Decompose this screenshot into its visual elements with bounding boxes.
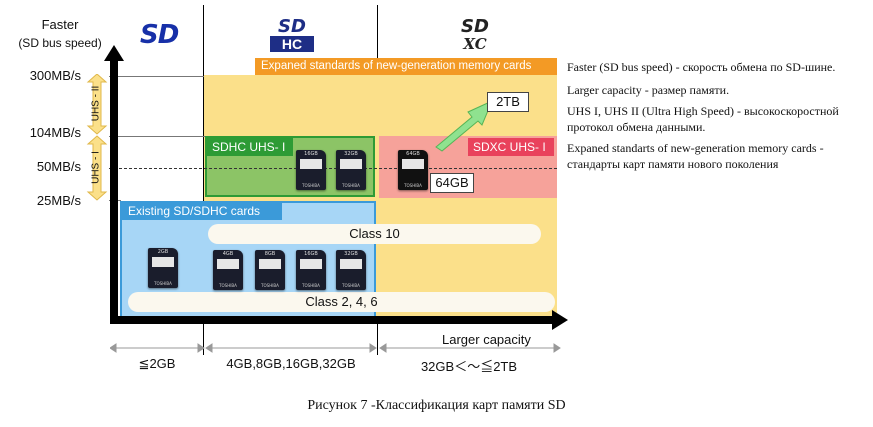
note-line-6: стандарты карт памяти нового поколения (567, 157, 779, 171)
y-axis-arrow (104, 45, 124, 324)
sdhc-card-32gb: 32GB TOSHIBA (336, 250, 366, 290)
sdhc-card-16gb: 16GB TOSHIBA (296, 250, 326, 290)
sdhc-card-4gb-cap: 4GB (222, 251, 234, 257)
sdxc-card-64gb-cap: 64GB (406, 151, 420, 157)
sdhc-uhs-card-32gb-brand: TOSHIBA (342, 183, 360, 188)
y-axis-label-line1: Faster (41, 17, 79, 32)
sdhc-uhs1-label: SDHC UHS- I (207, 138, 293, 156)
sdhc-card-32gb-brand: TOSHIBA (342, 283, 360, 288)
notes-block: Faster (SD bus speed) - скорость обмена … (567, 59, 867, 172)
gridline-300 (109, 76, 204, 77)
note-line-4: протокол обмена данными. (567, 120, 706, 134)
class10-pill: Class 10 (208, 224, 541, 244)
tick-104: 104MB/s (29, 125, 81, 140)
y-axis-label-line2: (SD bus speed) (18, 36, 102, 50)
growth-arrow (435, 100, 493, 152)
sdhc-uhs-card-32gb-cap: 32GB (344, 151, 358, 157)
sdxc-logo-bottom: XC (463, 35, 487, 53)
sdxc-card-64gb: 64GB TOSHIBA (398, 150, 428, 190)
sdxc-uhs1-label: SDXC UHS- I (468, 138, 554, 156)
sdhc-card-16gb-cap: 16GB (304, 251, 318, 257)
tick-300: 300MB/s (29, 68, 81, 83)
sdhc-logo-bottom: HC (270, 36, 314, 52)
tick-50: 50MB/s (36, 159, 81, 174)
class246-pill: Class 2, 4, 6 (128, 292, 555, 312)
sdhc-card-32gb-cap: 32GB (344, 251, 358, 257)
sd-logo: SD (140, 20, 190, 50)
sd-card-2gb-brand: TOSHIBA (154, 281, 172, 286)
note-line-1: Faster (SD bus speed) - скорость обмена … (567, 60, 836, 74)
sd-logo-text: SD (140, 20, 179, 50)
existing-cards-label: Existing SD/SDHC cards (122, 203, 282, 220)
sdhc-uhs-card-16gb: 16GB TOSHIBA (296, 150, 326, 190)
range-arrows (110, 343, 561, 353)
expanded-standards-label: Expaned standards of new-generation memo… (255, 58, 557, 75)
sdhc-card-8gb: 8GB TOSHIBA (255, 250, 285, 290)
y-axis-label: Faster (SD bus speed) (18, 16, 102, 52)
range-32gb-2tb: 32GB＜～≦2TB (420, 359, 518, 374)
note-line-2: Larger capacity - размер памяти. (567, 83, 730, 97)
sdhc-card-4gb: 4GB TOSHIBA (213, 250, 243, 290)
sdxc-card-64gb-brand: TOSHIBA (404, 183, 422, 188)
label-2tb: 2TB (487, 92, 529, 112)
sdhc-card-8gb-brand: TOSHIBA (261, 283, 279, 288)
label-64gb: 64GB (430, 173, 474, 193)
sdhc-logo-top: SD (278, 16, 306, 37)
sdhc-card-4gb-brand: TOSHIBA (219, 283, 237, 288)
uhs1-bracket (86, 135, 108, 201)
x-axis-label: Larger capacity (442, 332, 531, 347)
sdhc-uhs-card-16gb-brand: TOSHIBA (302, 183, 320, 188)
column-divider-left (203, 5, 204, 355)
sdxc-logo: SD XC (450, 18, 500, 54)
growth-arrow-shape (435, 100, 493, 152)
sdhc-uhs-card-16gb-cap: 16GB (304, 151, 318, 157)
sdhc-card-16gb-brand: TOSHIBA (302, 283, 320, 288)
tick-25: 25MB/s (36, 193, 81, 208)
gridline-104 (109, 136, 205, 137)
note-line-5: Expaned standarts of new-generation memo… (567, 141, 824, 155)
figure-caption: Рисунок 7 -Классификация карт памяти SD (307, 398, 566, 413)
sdhc-logo: SD HC (267, 18, 317, 54)
x-axis-arrow (110, 310, 568, 330)
sd-card-2gb: 2GB TOSHIBA (148, 248, 178, 288)
sdhc-card-8gb-cap: 8GB (264, 251, 276, 257)
range-4-32gb: 4GB,8GB,16GB,32GB (226, 356, 356, 371)
range-le-2gb: ≦2GB (138, 356, 176, 371)
uhs-brackets (86, 74, 108, 201)
gridline-50 (109, 168, 557, 169)
sd-card-2gb-cap: 2GB (157, 249, 169, 255)
sdhc-uhs-card-32gb: 32GB TOSHIBA (336, 150, 366, 190)
axes (104, 45, 568, 330)
uhs2-bracket (86, 74, 108, 135)
note-line-3: UHS I, UHS II (Ultra High Speed) - высок… (567, 104, 839, 118)
sdxc-logo-top: SD (461, 16, 489, 37)
